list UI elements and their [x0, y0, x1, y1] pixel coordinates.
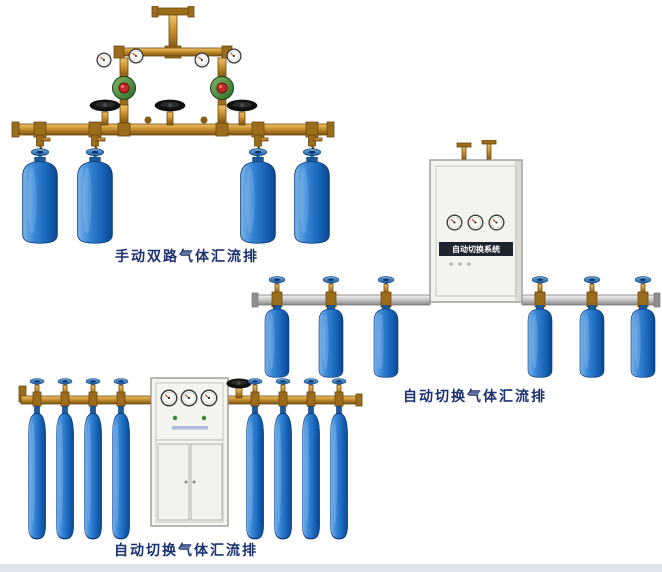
gas-cylinder [630, 276, 656, 378]
pressure-gauge-icon [194, 52, 210, 68]
cylinder-body [264, 305, 290, 378]
shutoff-handwheel-icon [226, 378, 252, 389]
cylinder-body [55, 406, 75, 540]
cylinder-body [318, 305, 344, 378]
product-caption-auto-manifold: 自动切换气体汇流排 [403, 388, 547, 404]
auto-switch-manifold-figure: 自动切换系统 [251, 140, 661, 378]
indicator-light [172, 415, 178, 421]
shutoff-valve [226, 378, 252, 399]
shutoff-handwheel-icon [154, 99, 186, 112]
control-cabinet [150, 377, 229, 527]
pressure-regulator-icon [210, 76, 234, 106]
indicator-light [201, 415, 207, 421]
gas-cylinder [83, 378, 103, 540]
cylinder-body [301, 406, 321, 540]
cylinder-body [22, 157, 58, 244]
cylinder-body [373, 305, 399, 378]
cylinder-body [245, 406, 265, 540]
gas-cylinder [27, 378, 47, 540]
pressure-gauge-icon [96, 52, 112, 68]
cylinder-body [27, 406, 47, 540]
cylinder-body [579, 305, 605, 378]
cylinder-handwheel-icon [30, 148, 50, 158]
gas-cylinder [55, 378, 75, 540]
gas-cylinder [373, 276, 399, 378]
pressure-gauge-icon [446, 214, 463, 231]
shutoff-handwheel-icon [226, 99, 258, 112]
gas-cylinder [264, 276, 290, 378]
cylinder-body [83, 406, 103, 540]
pressure-gauge-icon [128, 48, 144, 64]
cylinder-handwheel-icon [85, 148, 105, 158]
cabinet-door [190, 443, 223, 521]
shutoff-handwheel-icon [89, 99, 121, 112]
inlet-header-pipes [113, 6, 233, 79]
cabinet-label: 自动切换系统 [452, 244, 500, 254]
gas-cylinder [22, 148, 58, 244]
page-bottom-strip [0, 564, 662, 572]
pressure-gauge-icon [488, 214, 505, 231]
gas-cylinder [318, 276, 344, 378]
gas-cylinder [579, 276, 605, 378]
cabinet-door [157, 443, 190, 521]
pressure-gauge-icon [180, 389, 198, 407]
cylinder-body [329, 406, 349, 540]
cylinder-body [630, 305, 656, 378]
pressure-gauge-icon [226, 48, 242, 64]
gas-cylinder [329, 378, 349, 540]
gas-cylinder [527, 276, 553, 378]
cylinder-body [111, 406, 131, 540]
control-cabinet: 自动切换系统 [429, 140, 523, 303]
pressure-gauge-icon [160, 389, 178, 407]
shutoff-valve [154, 99, 186, 126]
cylinder-body [77, 157, 113, 244]
gas-cylinder [111, 378, 131, 540]
gas-cylinder [301, 378, 321, 540]
product-caption-auto-manifold-2: 自动切换气体汇流排 [114, 542, 258, 558]
shutoff-valve [226, 99, 258, 126]
pressure-gauge-icon [467, 214, 484, 231]
cylinder-body [527, 305, 553, 378]
pressure-gauge-icon [200, 389, 218, 407]
manual-dual-manifold-figure [11, 6, 335, 244]
auto-switch-manifold-figure-2 [18, 377, 363, 540]
pressure-regulator-icon [112, 76, 136, 106]
gas-cylinder [77, 148, 113, 244]
gas-cylinder [273, 378, 293, 540]
shutoff-valve [89, 99, 121, 126]
cylinder-body [273, 406, 293, 540]
product-caption-manual-manifold: 手动双路气体汇流排 [115, 248, 259, 264]
gas-cylinder [245, 378, 265, 540]
